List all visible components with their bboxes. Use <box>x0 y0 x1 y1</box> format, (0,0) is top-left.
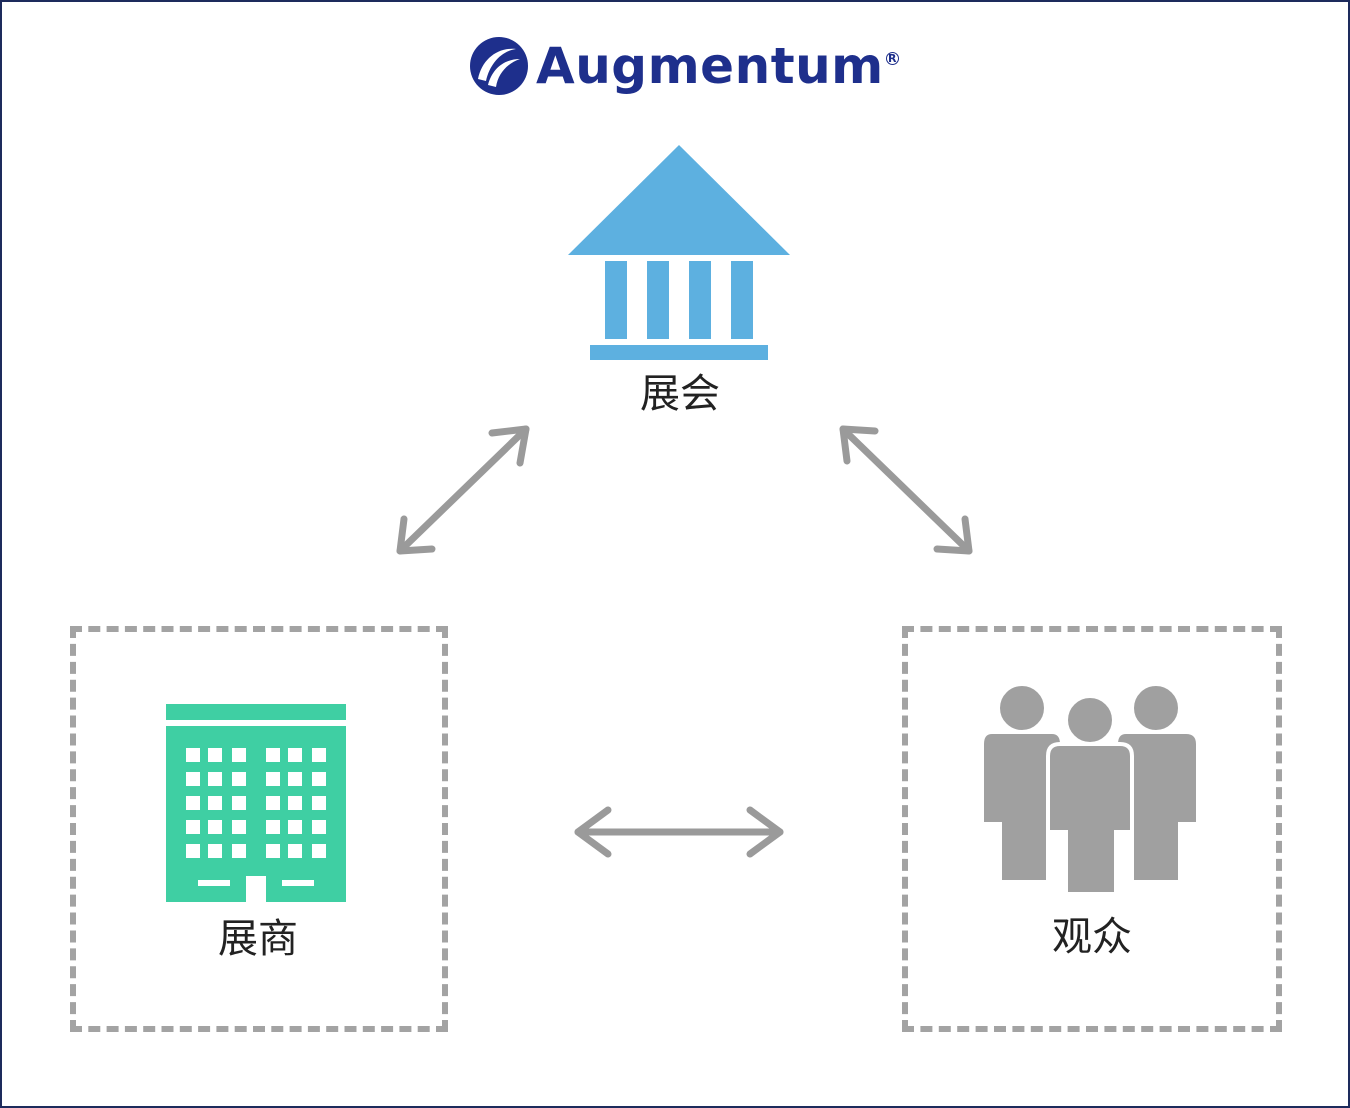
exhibition-label: 展会 <box>640 371 720 417</box>
logo-text: Augmentum <box>536 37 884 95</box>
audience-label: 观众 <box>1052 914 1132 960</box>
building-window <box>288 844 302 858</box>
exhibitor-label: 展商 <box>218 916 298 962</box>
building-window <box>288 772 302 786</box>
building-window <box>288 820 302 834</box>
building-window <box>266 796 280 810</box>
building-window <box>232 772 246 786</box>
arrow-exhibition-exhibitor <box>396 425 530 555</box>
office-building-icon <box>166 704 346 902</box>
building-window <box>312 748 326 762</box>
building-window <box>288 748 302 762</box>
building-window <box>312 772 326 786</box>
building-window <box>232 748 246 762</box>
museum-icon <box>568 145 790 360</box>
building-window <box>208 844 222 858</box>
building-window <box>186 748 200 762</box>
augmentum-logo: Augmentum R <box>468 30 899 102</box>
building-window <box>288 796 302 810</box>
building-window <box>186 820 200 834</box>
arrow-exhibitor-audience <box>574 806 784 858</box>
building-window <box>232 820 246 834</box>
building-window <box>312 820 326 834</box>
building-window <box>266 844 280 858</box>
building-window <box>208 796 222 810</box>
building-window <box>312 796 326 810</box>
building-window <box>208 772 222 786</box>
building-window <box>232 796 246 810</box>
building-window <box>186 772 200 786</box>
building-window <box>208 820 222 834</box>
exhibitor-box <box>70 626 448 1032</box>
building-window <box>208 748 222 762</box>
building-window <box>232 844 246 858</box>
people-group-icon <box>980 682 1200 896</box>
building-window <box>312 844 326 858</box>
augmentum-logo-mark-icon <box>470 37 528 95</box>
building-window <box>266 820 280 834</box>
audience-box <box>902 626 1282 1032</box>
building-window <box>266 772 280 786</box>
building-window <box>266 748 280 762</box>
arrow-exhibition-audience <box>839 425 973 555</box>
building-window <box>186 796 200 810</box>
building-window <box>186 844 200 858</box>
registered-mark: R <box>885 52 899 65</box>
